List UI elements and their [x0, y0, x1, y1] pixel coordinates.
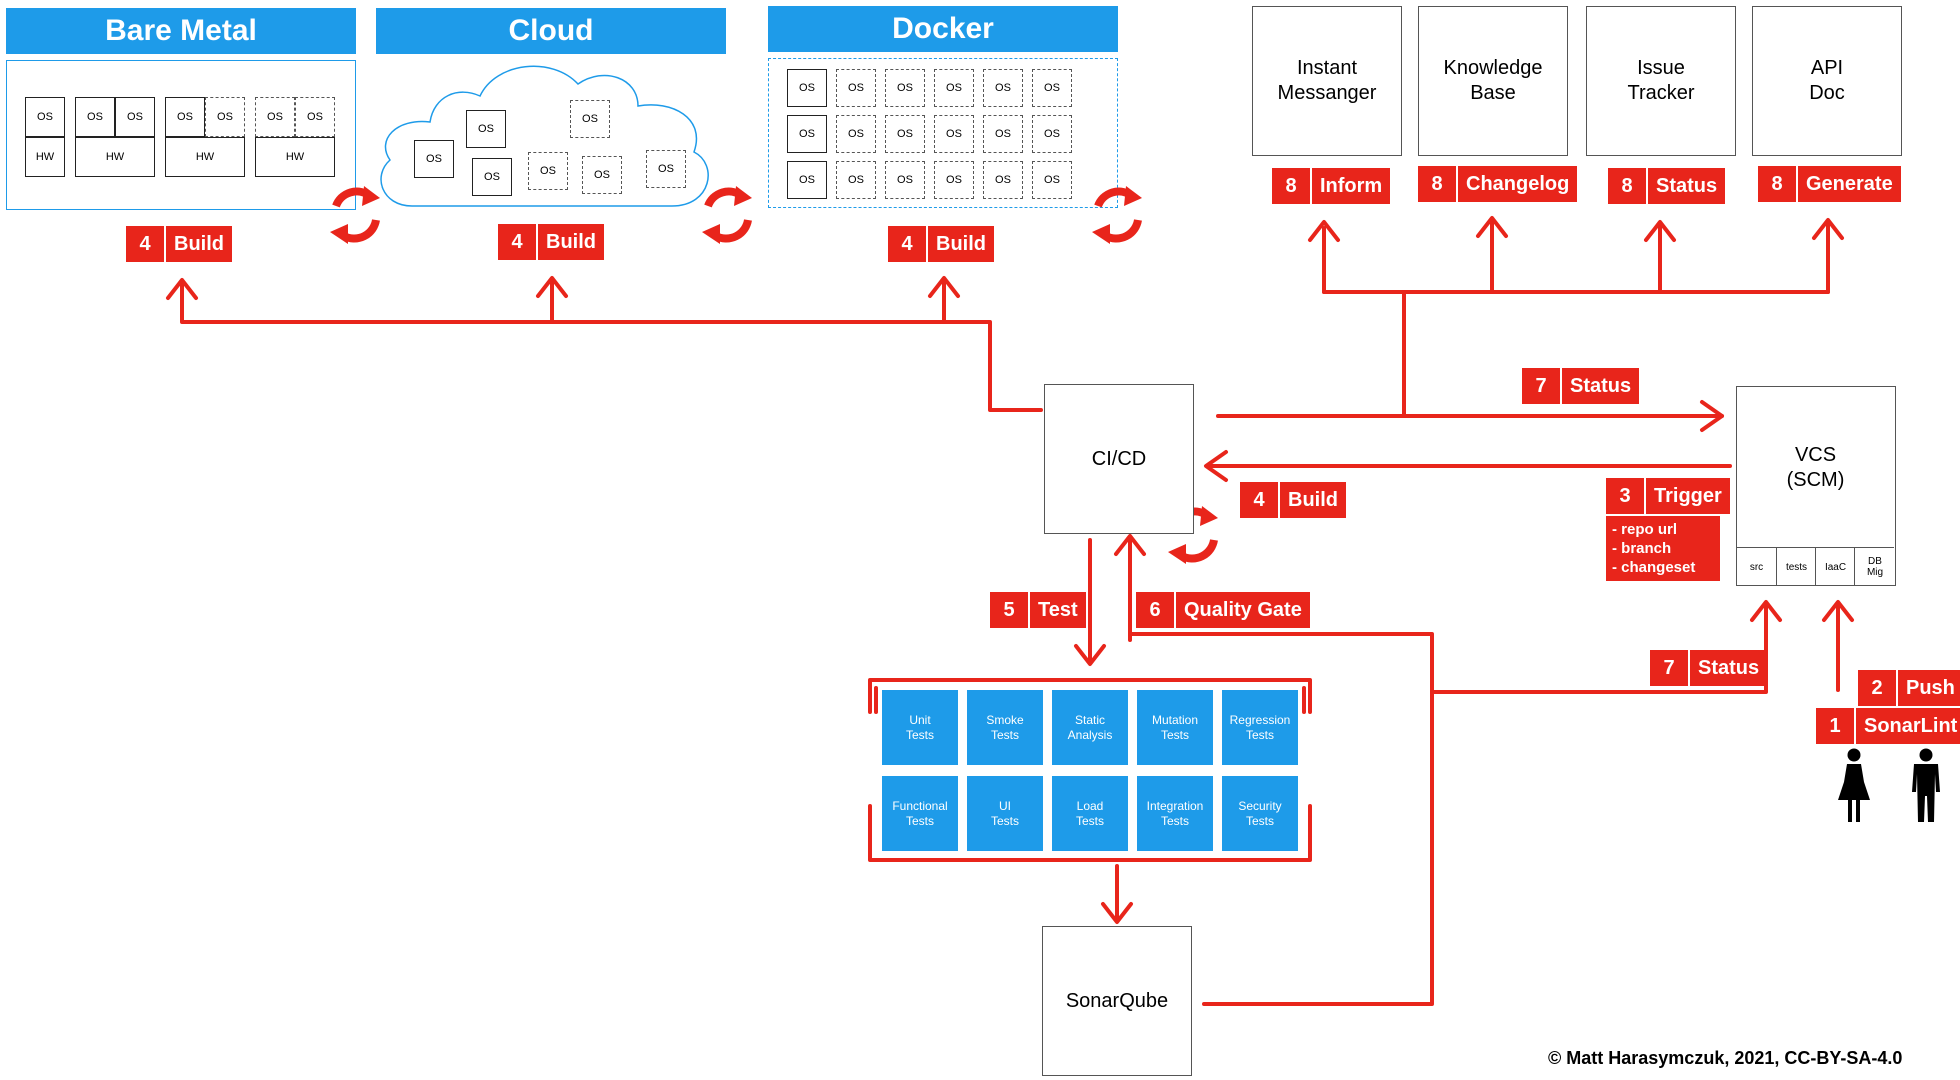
os-cell-virtual: OS: [983, 115, 1023, 153]
vcs-part-tests: tests: [1776, 548, 1816, 586]
os-cell-virtual: OS: [836, 161, 876, 199]
os-cell: OS: [75, 97, 115, 137]
os-cell-virtual: OS: [934, 69, 974, 107]
knowledge-base-box: Knowledge Base: [1418, 6, 1568, 156]
os-cell-virtual: OS: [205, 97, 245, 137]
os-cell: OS: [115, 97, 155, 137]
test-tile: Functional Tests: [882, 776, 958, 851]
issue-tracker-box: Issue Tracker: [1586, 6, 1736, 156]
vcs-label: VCS (SCM): [1786, 444, 1845, 491]
os-cell-virtual: OS: [934, 115, 974, 153]
test-tile: Integration Tests: [1137, 776, 1213, 851]
os-cell-virtual: OS: [528, 152, 568, 190]
os-cell-virtual: OS: [983, 161, 1023, 199]
test-tile: Load Tests: [1052, 776, 1128, 851]
cloud-title: Cloud: [376, 8, 726, 54]
os-cell: OS: [25, 97, 65, 137]
hw-cell: HW: [75, 137, 155, 177]
os-cell-virtual: OS: [1032, 115, 1072, 153]
os-cell: OS: [787, 69, 827, 107]
test-tile: Unit Tests: [882, 690, 958, 765]
refresh-cycle-icon: [702, 186, 752, 244]
api-doc-box: API Doc: [1752, 6, 1902, 156]
os-cell: OS: [414, 140, 454, 178]
os-cell-virtual: OS: [1032, 161, 1072, 199]
test-tile: Regression Tests: [1222, 690, 1298, 765]
refresh-cycle-icon: [1092, 186, 1142, 244]
vcs-box: VCS (SCM) src tests IaaC DB Mig: [1736, 386, 1896, 586]
sonarqube-box: SonarQube: [1042, 926, 1192, 1076]
person-male-icon: [1912, 748, 1940, 822]
os-cell: OS: [165, 97, 205, 137]
bare-metal-title: Bare Metal: [6, 8, 356, 54]
test-tile: Smoke Tests: [967, 690, 1043, 765]
person-female-icon: [1838, 748, 1870, 822]
copyright-credit: © Matt Harasymczuk, 2021, CC-BY-SA-4.0: [1548, 1048, 1903, 1068]
vcs-parts-row: src tests IaaC DB Mig: [1737, 547, 1895, 586]
os-cell-virtual: OS: [885, 69, 925, 107]
vcs-part-dbmig: DB Mig: [1854, 548, 1895, 586]
os-cell-virtual: OS: [570, 100, 610, 138]
os-cell-virtual: OS: [1032, 69, 1072, 107]
os-cell-virtual: OS: [295, 97, 335, 137]
os-cell-virtual: OS: [836, 69, 876, 107]
os-cell-virtual: OS: [934, 161, 974, 199]
vcs-part-iaac: IaaC: [1815, 548, 1855, 586]
os-cell-virtual: OS: [885, 161, 925, 199]
trigger-notes: - repo url - branch - changeset: [1606, 516, 1720, 581]
test-tile: Static Analysis: [1052, 690, 1128, 765]
test-tile: UI Tests: [967, 776, 1043, 851]
docker-title: Docker: [768, 6, 1118, 52]
cloud-shape-icon: [380, 65, 709, 207]
test-tile: Security Tests: [1222, 776, 1298, 851]
bare-metal-panel: OS HW OS OS HW OS OS HW OS OS HW: [6, 60, 356, 210]
cicd-box: CI/CD: [1044, 384, 1194, 534]
os-cell-virtual: OS: [582, 156, 622, 194]
os-cell-virtual: OS: [885, 115, 925, 153]
hw-cell: HW: [165, 137, 245, 177]
vcs-part-src: src: [1749, 561, 1764, 573]
os-cell-virtual: OS: [983, 69, 1023, 107]
os-cell: OS: [472, 158, 512, 196]
os-cell-virtual: OS: [836, 115, 876, 153]
cloud-panel: OS OS OS OS OS OS OS: [372, 56, 732, 216]
hw-cell: HW: [25, 137, 65, 177]
hw-cell: HW: [255, 137, 335, 177]
os-cell-virtual: OS: [255, 97, 295, 137]
os-cell: OS: [787, 115, 827, 153]
os-cell-virtual: OS: [646, 150, 686, 188]
test-tile: Mutation Tests: [1137, 690, 1213, 765]
os-cell: OS: [466, 110, 506, 148]
refresh-cycle-icon: [330, 186, 380, 244]
os-cell: OS: [787, 161, 827, 199]
instant-messenger-box: Instant Messanger: [1252, 6, 1402, 156]
